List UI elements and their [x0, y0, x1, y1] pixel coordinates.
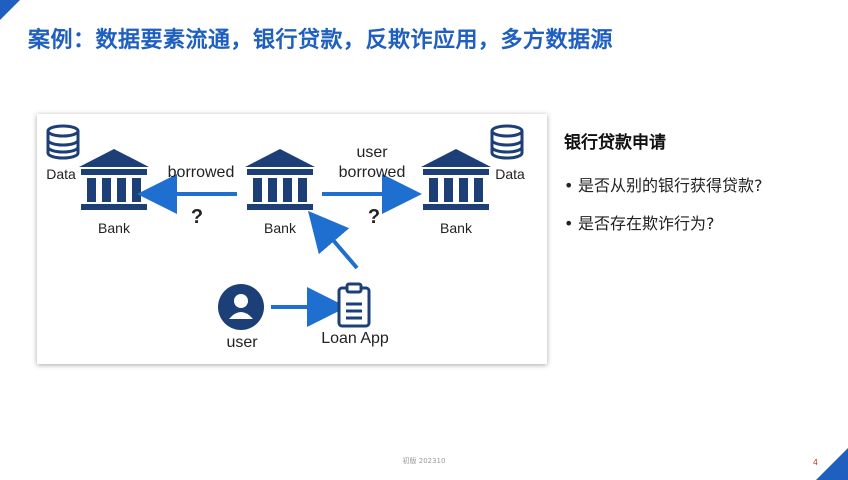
database-icon	[46, 124, 80, 160]
arrow-app-to-bank	[307, 210, 359, 270]
page-number: 4	[812, 458, 818, 467]
data-label-left: Data	[46, 166, 76, 182]
bank-label-right: Bank	[440, 220, 472, 236]
bullet-item: •是否存在欺诈行为?	[564, 210, 715, 234]
clipboard-icon	[337, 282, 371, 328]
arrow-label-borrowed: borrowed	[167, 164, 235, 181]
database-icon	[490, 124, 524, 160]
question-mark-left: ?	[190, 206, 204, 228]
data-label-right: Data	[495, 166, 525, 182]
diagram-frame: Data Data Bank Bank Bank borrowed user b…	[37, 114, 547, 364]
bank-label-left: Bank	[98, 220, 130, 236]
question-mark-right: ?	[367, 206, 381, 228]
slide-title: 案例：数据要素流通，银行贷款，反欺诈应用，多方数据源	[28, 28, 614, 53]
arrow-label-borrowed-right: borrowed	[338, 164, 406, 181]
arrow-label-user: user	[356, 144, 388, 161]
bank-icon	[245, 149, 315, 210]
corner-decoration	[816, 448, 848, 480]
loan-app-label: Loan App	[321, 330, 389, 347]
bullet-dot: •	[564, 176, 574, 195]
bank-icon	[79, 149, 149, 210]
slide-footer: 初版 202310	[402, 457, 446, 465]
corner-decoration	[0, 0, 20, 20]
bullet-text: 是否存在欺诈行为?	[578, 214, 715, 233]
panel-heading: 银行贷款申请	[564, 133, 666, 153]
bullet-text: 是否从别的银行获得贷款?	[578, 176, 763, 195]
question-panel: 银行贷款申请 •是否从别的银行获得贷款? •是否存在欺诈行为?	[560, 114, 840, 364]
user-icon	[218, 284, 264, 330]
diagram-graphics	[46, 124, 524, 330]
bank-label-center: Bank	[264, 220, 296, 236]
user-label: user	[226, 334, 258, 351]
bullet-dot: •	[564, 214, 574, 233]
bank-icon	[421, 149, 491, 210]
bullet-item: •是否从别的银行获得贷款?	[564, 172, 763, 196]
